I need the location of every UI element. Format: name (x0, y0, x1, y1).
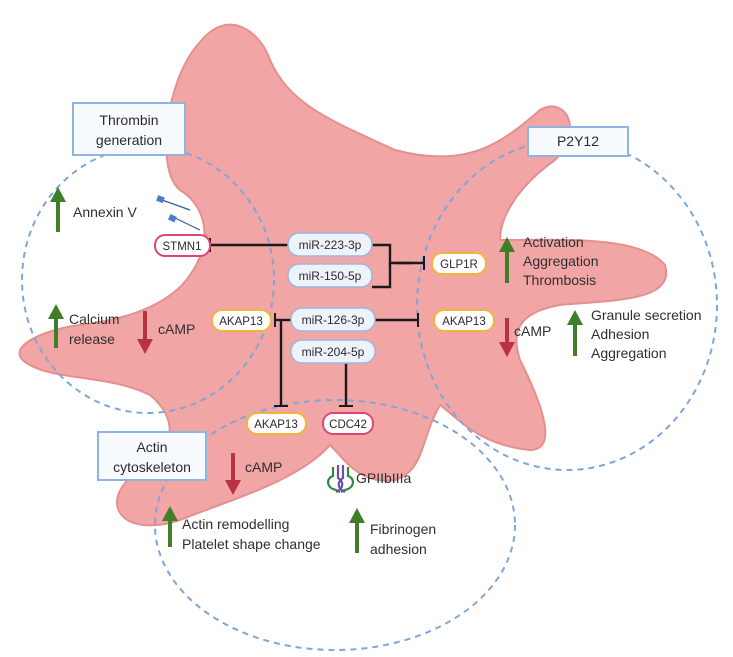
label-adhesion: Adhesion (591, 326, 649, 342)
label-calcium-line2: release (69, 331, 115, 347)
up-arrow-calcium (48, 304, 64, 348)
up-arrow-actin (162, 506, 178, 547)
actin-title-line1: Actin (136, 439, 167, 455)
mirna-126-pill: miR-126-3p (290, 307, 376, 332)
label-calcium-line1: Calcium (69, 311, 120, 327)
thrombin-generation-box: Thrombin generation (72, 102, 186, 156)
akap13-left-pill: AKAP13 (211, 309, 272, 332)
svg-text:miR-150-5p: miR-150-5p (299, 269, 362, 283)
label-granule-secretion: Granule secretion (591, 307, 702, 323)
down-arrow-camp-right (499, 318, 515, 357)
label-aggregation: Aggregation (523, 253, 599, 269)
svg-text:miR-126-3p: miR-126-3p (302, 313, 365, 327)
thrombin-title-line2: generation (96, 132, 162, 148)
down-arrow-camp-left (137, 311, 153, 354)
label-gpiib: GPIIbIIIa (356, 470, 411, 486)
cdc42-pill: CDC42 (322, 412, 374, 435)
actin-title-line2: cytoskeleton (113, 459, 191, 475)
akap13-bottom-pill: AKAP13 (246, 412, 307, 435)
mirna-150-pill: miR-150-5p (287, 263, 373, 288)
inhibition-lines (209, 238, 425, 407)
up-arrow-annexin (50, 187, 66, 232)
label-thrombosis: Thrombosis (523, 272, 596, 288)
actin-region-circle (154, 399, 516, 651)
stmn1-pill: STMN1 (154, 234, 211, 257)
label-fibrinogen-adhesion: adhesion (370, 541, 427, 557)
p2y12-box: P2Y12 (527, 126, 629, 157)
gpiib-receptor-icon (327, 465, 354, 493)
thrombin-title-line1: Thrombin (99, 112, 158, 128)
label-annexin-v: Annexin V (73, 204, 137, 220)
bracket-lower (372, 263, 392, 289)
label-fibrinogen: Fibrinogen (370, 521, 436, 537)
svg-text:miR-223-3p: miR-223-3p (299, 238, 362, 252)
svg-text:AKAP13: AKAP13 (254, 419, 297, 431)
down-arrow-camp-bottom (225, 453, 241, 495)
annexin-lipid-icon (156, 195, 201, 231)
label-camp-left: cAMP (158, 321, 195, 337)
svg-text:AKAP13: AKAP13 (442, 316, 485, 328)
label-aggregation-2: Aggregation (591, 345, 667, 361)
svg-text:CDC42: CDC42 (329, 419, 367, 431)
up-arrow-granule (567, 310, 583, 356)
label-camp-bottom: cAMP (245, 459, 282, 475)
svg-text:GLP1R: GLP1R (440, 259, 478, 271)
svg-text:AKAP13: AKAP13 (219, 316, 262, 328)
label-camp-right: cAMP (514, 323, 551, 339)
akap13-right-pill: AKAP13 (433, 309, 495, 332)
mirna-223-pill: miR-223-3p (287, 232, 373, 257)
label-actin-remodelling: Actin remodelling (182, 516, 289, 532)
label-platelet-shape-change: Platelet shape change (182, 536, 321, 552)
svg-text:miR-204-5p: miR-204-5p (302, 345, 365, 359)
label-activation: Activation (523, 234, 584, 250)
svg-text:STMN1: STMN1 (163, 241, 202, 253)
glp1r-pill: GLP1R (431, 252, 487, 275)
mirna-204-pill: miR-204-5p (290, 339, 376, 364)
p2y12-title: P2Y12 (557, 133, 599, 149)
up-arrow-fibrinogen (349, 508, 365, 553)
actin-cytoskeleton-box: Actin cytoskeleton (97, 431, 207, 481)
up-arrow-activation (499, 237, 515, 283)
